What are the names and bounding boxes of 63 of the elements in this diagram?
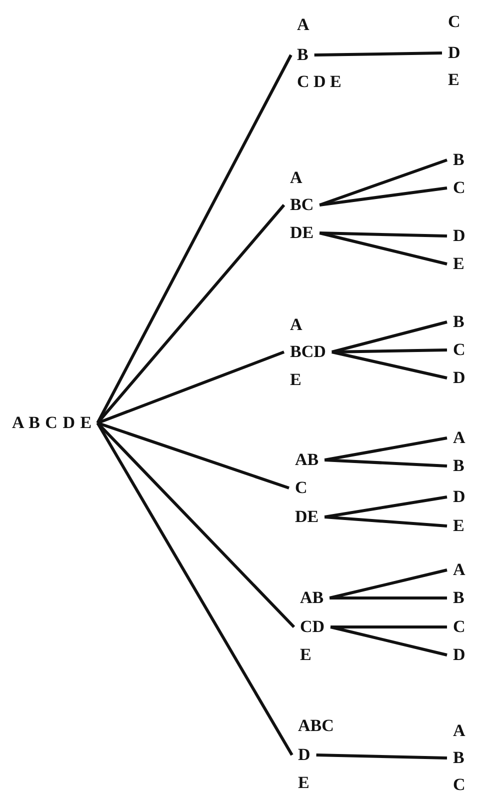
connector-line	[316, 754, 448, 760]
letter-set: D	[453, 368, 466, 388]
connector-line	[319, 158, 448, 206]
connector-line	[324, 458, 448, 468]
connector-line	[96, 422, 294, 756]
letter-set: ABC	[298, 716, 334, 736]
letter-set: D	[453, 487, 466, 507]
connector-line	[320, 232, 448, 238]
connector-line	[314, 52, 442, 56]
connector-line	[96, 422, 296, 628]
letter-set: D	[448, 43, 460, 63]
letter-set: B	[453, 588, 464, 608]
letter-set: A	[453, 560, 466, 580]
letter-set: C	[295, 478, 308, 498]
letter-set: D	[298, 745, 310, 765]
connector-line	[324, 496, 448, 518]
letter-set: A	[453, 428, 466, 448]
letter-set: E	[300, 645, 312, 665]
letter-set: BC	[290, 195, 314, 215]
letter-set: BCD	[290, 342, 326, 362]
letter-set: D	[453, 226, 466, 246]
letter-set: DE	[290, 223, 314, 243]
connector-line	[330, 626, 448, 656]
connector-line	[332, 348, 448, 354]
connector-line	[96, 204, 286, 424]
connector-line	[97, 350, 285, 424]
letter-set: B	[453, 312, 464, 332]
letter-set: B	[453, 456, 464, 476]
connector-line	[332, 320, 448, 354]
connector-line	[330, 596, 447, 600]
letter-set: C	[453, 340, 466, 360]
letter-set: C	[453, 775, 466, 794]
letter-set: B	[453, 748, 464, 768]
connector-line	[330, 626, 447, 628]
letter-set: C	[453, 617, 466, 637]
letter-set: AB	[300, 588, 324, 608]
letter-set: E	[453, 516, 464, 536]
letter-set: A	[297, 15, 310, 35]
letter-set: DE	[295, 507, 319, 527]
connector-line	[97, 422, 290, 490]
connector-line	[324, 436, 448, 462]
letter-set: B	[297, 45, 308, 65]
connector-line	[319, 186, 448, 206]
letter-set: E	[453, 254, 464, 274]
letter-set: E	[290, 370, 302, 390]
connector-line	[96, 54, 292, 424]
connector-line	[329, 568, 448, 600]
letter-set: E	[298, 773, 310, 793]
connector-line	[324, 516, 448, 528]
letter-set: C	[448, 12, 460, 32]
letter-set: A	[290, 315, 302, 335]
connector-line	[319, 232, 448, 266]
letter-set: B	[453, 150, 464, 170]
letter-set: D	[453, 645, 466, 665]
letter-set: AB	[295, 450, 319, 470]
letter-set: CD	[300, 617, 325, 637]
letter-set: A	[290, 168, 302, 188]
connector-line	[332, 350, 448, 380]
letter-set: A B C D E	[12, 413, 92, 433]
letter-set: C	[453, 178, 466, 198]
letter-set: A	[453, 721, 466, 741]
letter-set: E	[448, 70, 460, 90]
letter-set: C D E	[297, 72, 342, 92]
